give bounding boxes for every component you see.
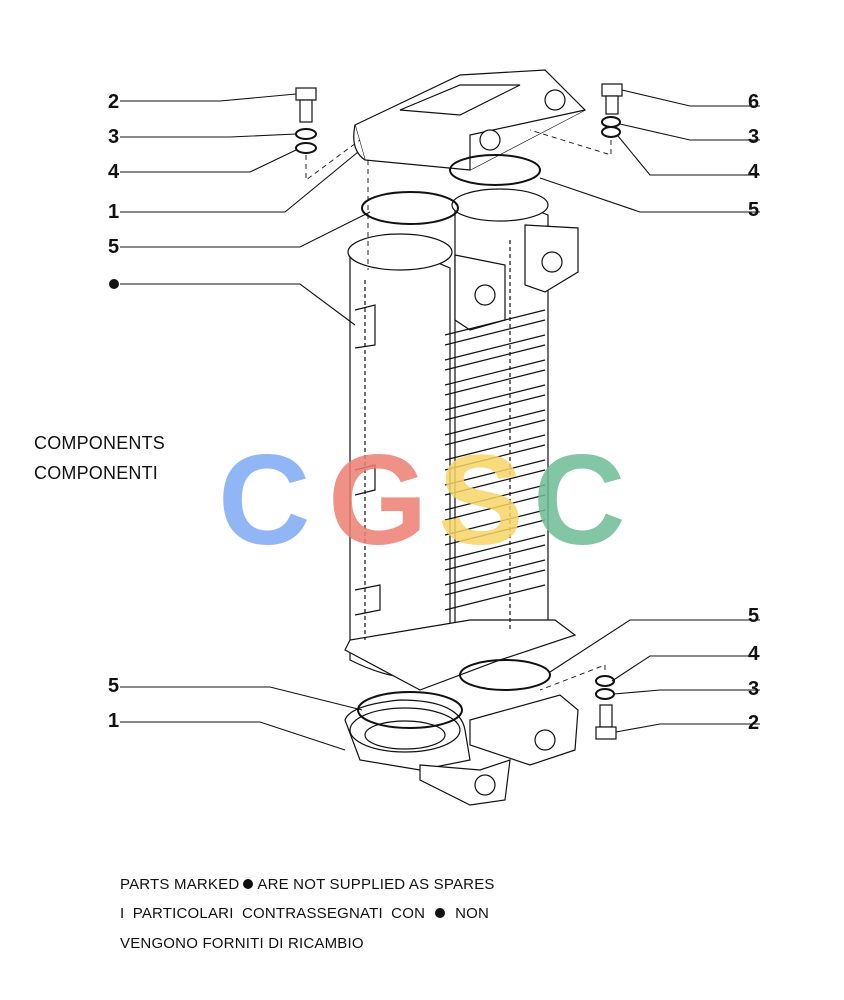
callout-cover-bottom: 1 [108,710,119,732]
marker-dot-icon [243,879,254,889]
gasket-bottom-left [357,691,463,729]
washer-bottom-right [595,688,615,700]
callout-washer-bottom-right: 3 [748,678,759,700]
callout-lockwasher-bottom-right: 4 [748,643,760,665]
callout-gasket-bottom-right: 5 [748,605,759,627]
heat-exchanger-body [344,188,579,691]
callout-cover-top: 1 [108,201,119,223]
footnote-line-3: VENGONO FORNITI DI RICAMBIO [120,935,364,952]
lockwasher-top-left [295,142,317,154]
footnote-line-1-end: ARE NOT SUPPLIED AS SPARES [257,876,495,893]
leader-lines [120,89,760,751]
washer-top-right [601,116,621,128]
callout-washer-top-right: 3 [748,126,759,148]
callout-lockwasher-top-right: 4 [748,161,760,183]
callout-washer-top-left: 3 [108,126,119,148]
top-cover [353,69,587,171]
callout-gasket-top-right: 5 [748,199,759,221]
section-title-english: COMPONENTS [34,433,166,453]
footnote-line-2-start: I PARTICOLARI CONTRASSEGNATI CON [120,905,426,922]
footnote-line-1-start: PARTS MARKED [120,876,240,893]
washer-top-left [295,128,317,140]
callout-bolt-top-left: 2 [108,91,119,113]
section-title-italian: COMPONENTI [34,463,159,483]
assembly-axes [305,129,612,691]
gasket-bottom-right [459,659,551,691]
gasket-top-left [361,191,459,225]
bolt-top-right [601,83,623,115]
footnote-line-2-end: NON [455,905,490,922]
bolt-bottom-right [595,704,617,740]
side-ribs [354,240,511,640]
bottom-cover [344,694,579,806]
callout-bolt-bottom-right: 2 [748,712,759,734]
callout-gasket-top-left: 5 [108,236,119,258]
not-supplied-marker [109,279,119,289]
marker-dot-icon [435,908,446,918]
callout-numbers: 2 3 4 1 5 6 3 4 5 5 4 3 2 5 1 [108,91,760,734]
cooling-fins [444,309,546,611]
lockwasher-top-right [601,126,621,138]
callout-bolt-top-right: 6 [748,91,759,113]
callout-gasket-bottom-left: 5 [108,675,119,697]
bolt-top-left [295,87,317,123]
callout-lockwasher-top-left: 4 [108,161,120,183]
gasket-top-right [449,154,541,186]
footnote-line-2: I PARTICOLARI CONTRASSEGNATI CON NON [120,905,489,922]
footnote-line-1: PARTS MARKED ARE NOT SUPPLIED AS SPARES [120,876,495,893]
lockwasher-bottom-right [595,675,615,687]
